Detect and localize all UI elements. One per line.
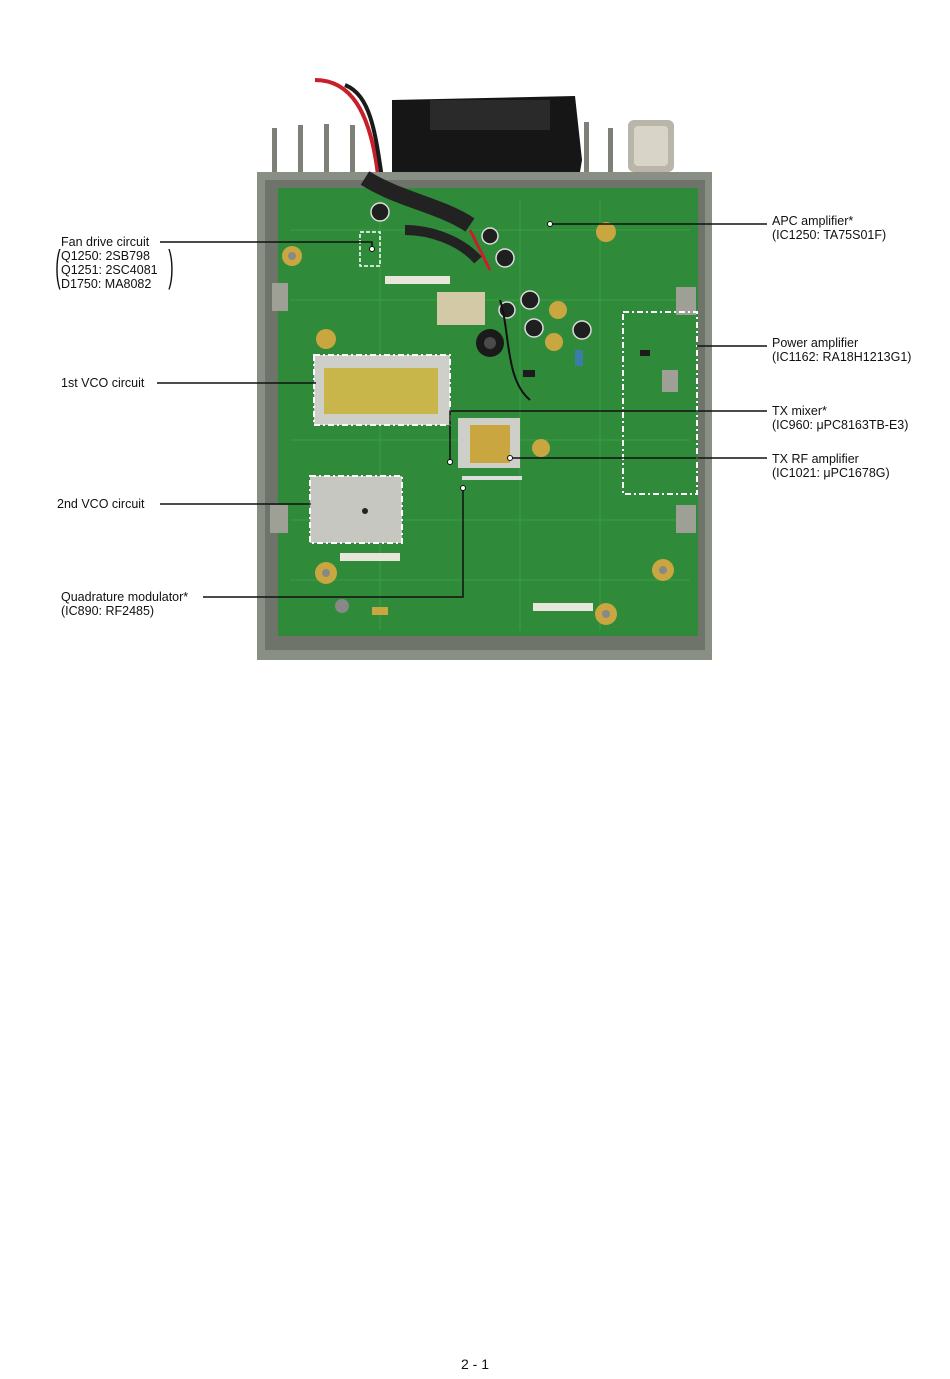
apc-line-1: APC amplifier*	[772, 214, 854, 228]
capacitors	[370, 202, 592, 340]
fan-drive-region	[359, 231, 381, 267]
vco2-shield	[310, 476, 402, 543]
power-amp-region	[622, 311, 698, 495]
pcb-photo	[157, 78, 767, 660]
fan-drive-line-2: Q1251: 2SC4081	[61, 263, 158, 277]
fan-drive-line-1: Q1250: 2SB798	[61, 249, 150, 263]
vco1-label: 1st VCO circuit	[61, 376, 145, 390]
power-amp-line-2: (IC1162: RA18H1213G1)	[772, 350, 912, 364]
tx-rf-line-2: (IC1021: μPC1678G)	[772, 466, 890, 480]
quad-mod-line-2: (IC890: RF2485)	[61, 604, 155, 618]
tx-rf-label: TX RF amplifier (IC1021: μPC1678G)	[772, 452, 890, 480]
apc-label: APC amplifier* (IC1250: TA75S01F)	[772, 214, 886, 242]
power-amp-line-1: Power amplifier	[772, 336, 859, 350]
small-module	[437, 292, 485, 325]
tx-mixer-label: TX mixer* (IC960: μPC8163TB-E3)	[772, 404, 908, 432]
tx-mixer-line-1: TX mixer*	[772, 404, 827, 418]
quad-mod-label: Quadrature modulator* (IC890: RF2485)	[61, 590, 188, 618]
fan-drive-title: Fan drive circuit	[61, 235, 150, 249]
tx-mixer-line-2: (IC960: μPC8163TB-E3)	[772, 418, 909, 432]
page-number: 2 - 1	[460, 1356, 489, 1372]
left-paren: (	[55, 240, 61, 290]
fan-drive-line-3: D1750: MA8082	[61, 277, 152, 291]
heatsink-fins	[272, 122, 613, 178]
right-paren: )	[168, 240, 174, 290]
vco2-label: 2nd VCO circuit	[57, 497, 145, 511]
fan-drive-label: Fan drive circuit Q1250: 2SB798 Q1251: 2…	[61, 235, 158, 291]
power-amp-label: Power amplifier (IC1162: RA18H1213G1)	[772, 336, 911, 364]
quad-mod-line-1: Quadrature modulator*	[61, 590, 189, 604]
red-wire	[314, 78, 380, 176]
apc-line-2: (IC1250: TA75S01F)	[772, 228, 887, 242]
tx-rf-line-1: TX RF amplifier	[772, 452, 859, 466]
black-wire	[344, 83, 384, 179]
